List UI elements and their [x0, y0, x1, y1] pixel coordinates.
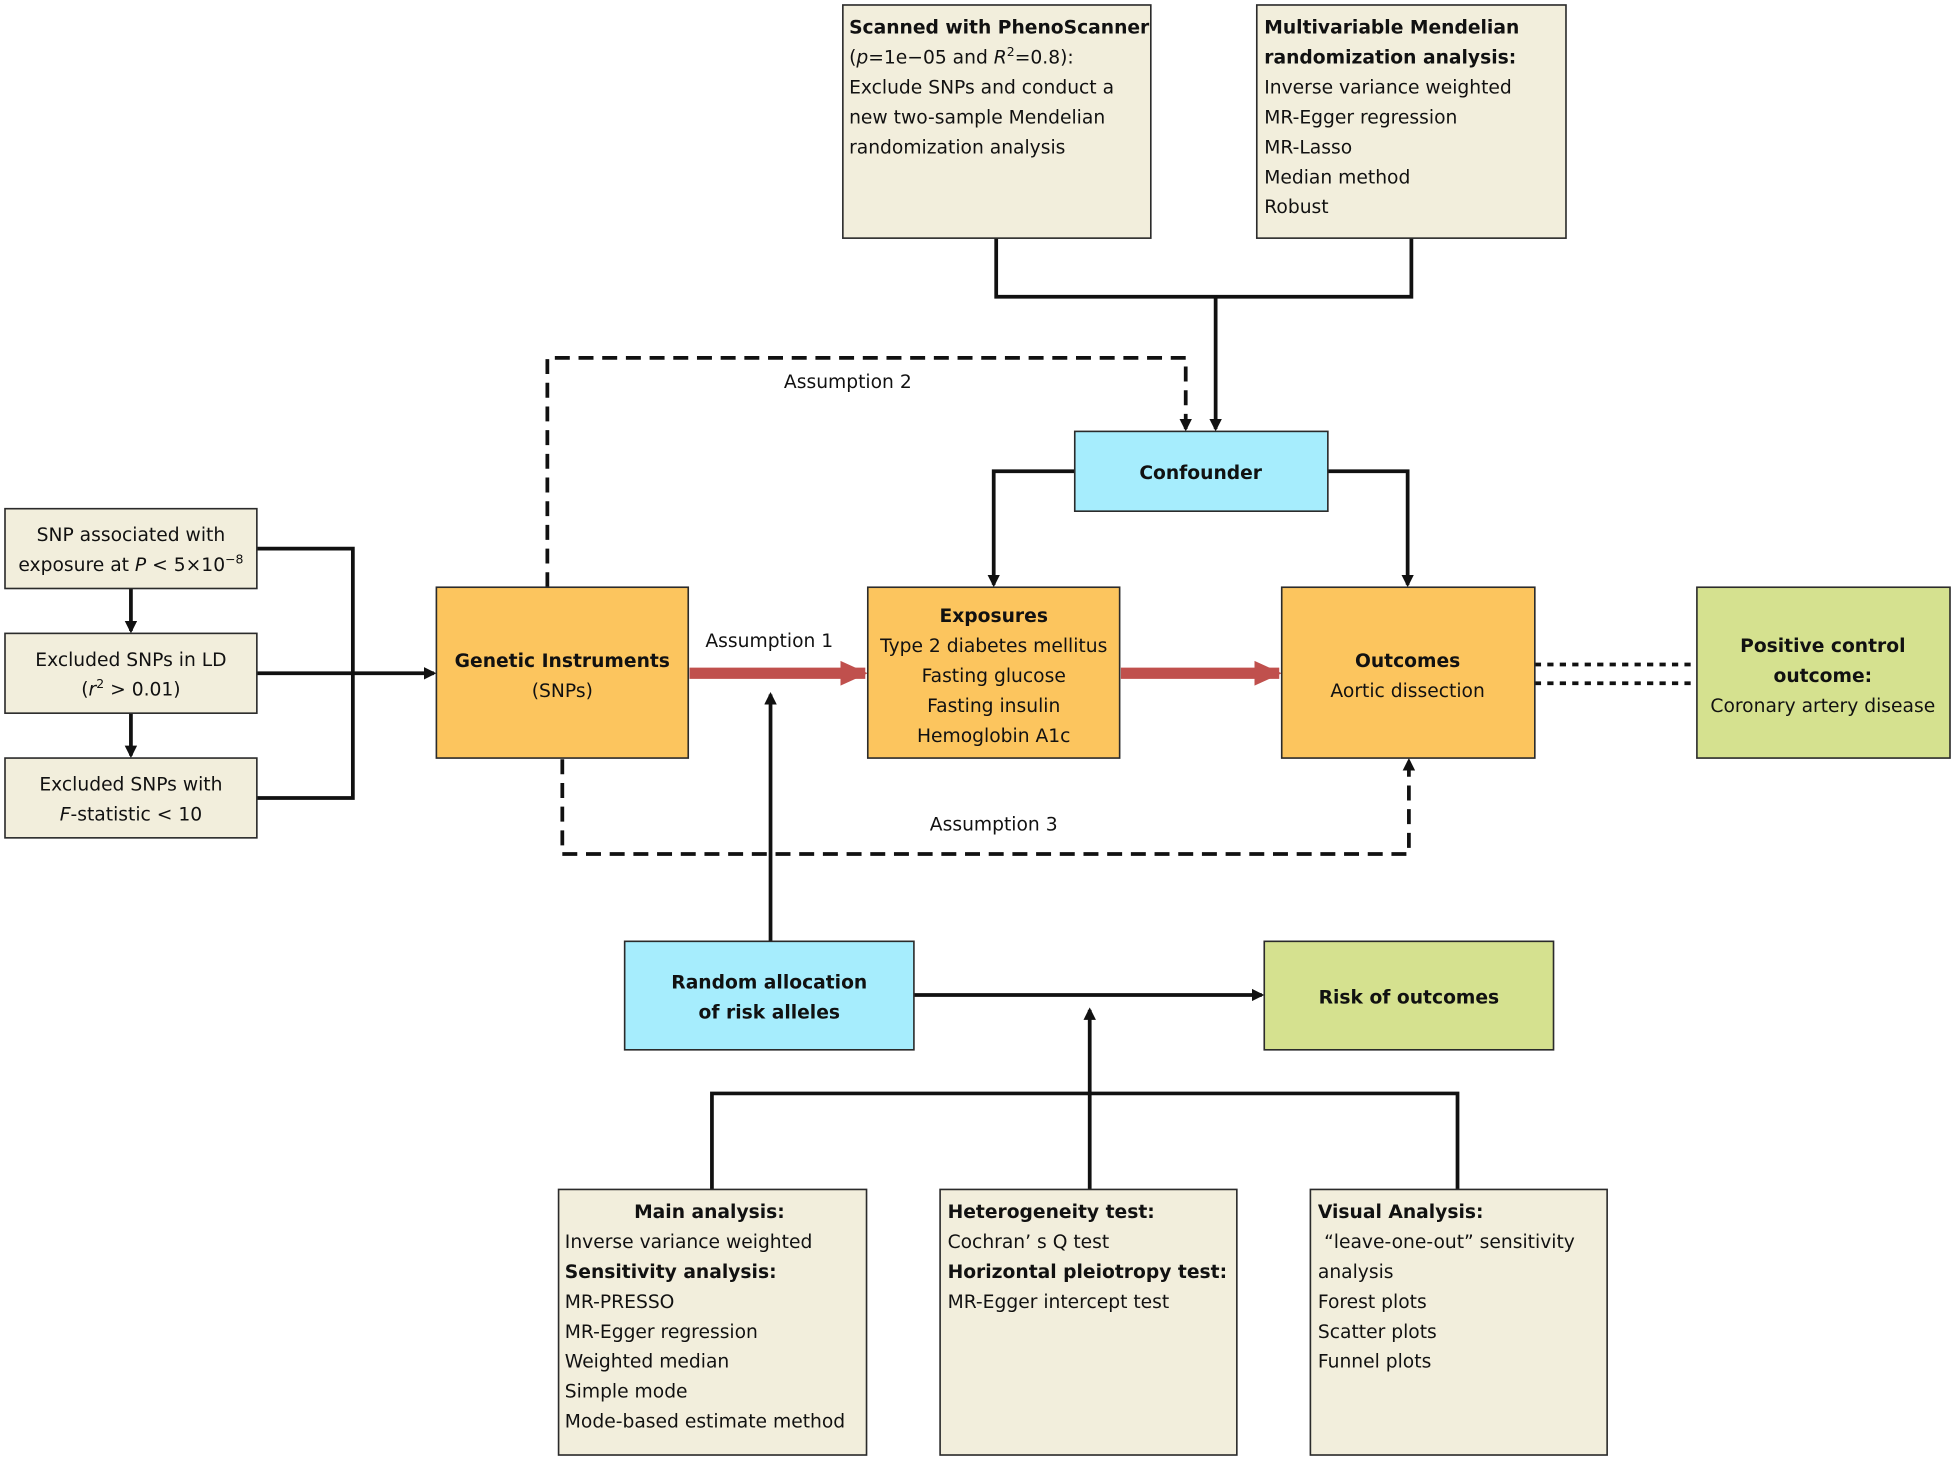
main-title: Main analysis: — [634, 1202, 785, 1223]
risk-label: Risk of outcomes — [1319, 988, 1500, 1009]
snp-step-3: Excluded SNPs with F-statistic < 10 — [4, 757, 258, 839]
exposure-item: Fasting glucose — [922, 666, 1066, 687]
snp-step-text: SNP associated with — [37, 525, 226, 546]
mvmr-item: Median method — [1264, 167, 1410, 188]
phenoscanner-line: randomization analysis — [849, 137, 1065, 158]
snp-step-1: SNP associated with exposure at P < 5×10… — [4, 507, 258, 590]
outcomes-box: Outcomes Aortic dissection — [1280, 586, 1536, 759]
genetic-title: Genetic Instruments — [455, 651, 670, 672]
main-item: Weighted median — [565, 1352, 729, 1373]
confounder-to-outcomes-arrow — [1327, 469, 1414, 588]
positive-control-dotted-link — [1534, 662, 1697, 686]
positive-title: outcome: — [1774, 666, 1873, 687]
visual-title: Visual Analysis: — [1318, 1202, 1484, 1223]
mvmr-item: MR-Lasso — [1264, 137, 1352, 158]
mvmr-box: Multivariable Mendelian randomization an… — [1255, 4, 1567, 239]
visual-item: Funnel plots — [1318, 1352, 1431, 1373]
top-bracket-line — [994, 238, 1414, 299]
sensitivity-title: Sensitivity analysis: — [565, 1262, 777, 1283]
phenoscanner-line: Exclude SNPs and conduct a — [849, 78, 1114, 99]
assumption-2-label: Assumption 2 — [784, 372, 912, 393]
exposure-item: Type 2 diabetes mellitus — [879, 636, 1107, 657]
positive-title: Positive control — [1740, 636, 1905, 657]
snp-step-text: F-statistic < 10 — [60, 804, 202, 825]
positive-control-box: Positive control outcome: Coronary arter… — [1696, 586, 1951, 759]
random-label: of risk alleles — [699, 1003, 840, 1024]
risk-of-outcomes-box: Risk of outcomes — [1263, 940, 1555, 1051]
mvmr-title: Multivariable Mendelian — [1264, 18, 1519, 39]
exposures-box: Exposures Type 2 diabetes mellitus Fasti… — [866, 586, 1121, 759]
phenoscanner-box: Scanned with PhenoScanner (p=1e−05 and R… — [842, 4, 1152, 239]
main-item: MR-PRESSO — [565, 1292, 675, 1313]
assumption-1-label: Assumption 1 — [705, 631, 833, 652]
main-item: MR-Egger regression — [565, 1322, 758, 1343]
phenoscanner-line: new two-sample Mendelian — [849, 107, 1105, 128]
assumption-3-label: Assumption 3 — [930, 814, 1058, 835]
visual-item: Forest plots — [1318, 1292, 1427, 1313]
mvmr-item: MR-Egger regression — [1264, 107, 1457, 128]
snp-step-text: Excluded SNPs in LD — [35, 650, 226, 671]
visual-item: “leave-one-out” sensitivity — [1324, 1232, 1575, 1253]
phenoscanner-criteria: (p=1e−05 and R2=0.8): — [849, 44, 1074, 68]
mvmr-item: Inverse variance weighted — [1264, 78, 1512, 99]
visual-analysis-box: Visual Analysis: “leave-one-out” sensiti… — [1309, 1188, 1608, 1456]
hetero-title: Heterogeneity test: — [948, 1202, 1155, 1223]
confounder-label: Confounder — [1139, 463, 1262, 484]
random-label: Random allocation — [671, 973, 867, 994]
snp-step-text: (r2 > 0.01) — [81, 676, 180, 700]
exposure-item: Hemoglobin A1c — [917, 726, 1070, 747]
snp-step-text: Excluded SNPs with — [39, 774, 222, 795]
snp-step-2: Excluded SNPs in LD (r2 > 0.01) — [4, 632, 258, 714]
visual-item: Scatter plots — [1318, 1322, 1437, 1343]
hetero-item: Cochran’ s Q test — [948, 1232, 1110, 1253]
confounder-box: Confounder — [1073, 430, 1329, 512]
heterogeneity-box: Heterogeneity test: Cochran’ s Q test Ho… — [939, 1188, 1238, 1456]
phenoscanner-title: Scanned with PhenoScanner — [849, 18, 1150, 39]
genetic-sub: (SNPs) — [532, 681, 593, 702]
mvmr-item: Robust — [1264, 197, 1328, 218]
positive-sub: Coronary artery disease — [1710, 696, 1935, 717]
main-item: Inverse variance weighted — [565, 1232, 813, 1253]
assumption3-dashed-arrow — [560, 758, 1416, 856]
assumption2-dashed-arrow — [545, 355, 1192, 588]
outcomes-sub: Aortic dissection — [1330, 681, 1484, 702]
confounder-to-exposures-arrow — [987, 469, 1075, 588]
pleiotropy-title: Horizontal pleiotropy test: — [948, 1262, 1227, 1283]
mvmr-title: randomization analysis: — [1264, 48, 1516, 69]
genetic-instruments-box: Genetic Instruments (SNPs) — [435, 586, 690, 759]
exposures-title: Exposures — [939, 606, 1047, 627]
outcomes-title: Outcomes — [1355, 651, 1460, 672]
main-item: Mode-based estimate method — [565, 1412, 845, 1433]
visual-item: analysis — [1318, 1262, 1394, 1283]
connectors — [124, 238, 1697, 1190]
main-item: Simple mode — [565, 1382, 688, 1403]
snp-step-text: exposure at P < 5×10−8 — [18, 552, 243, 576]
random-allocation-box: Random allocation of risk alleles — [623, 940, 915, 1051]
exposure-item: Fasting insulin — [927, 696, 1060, 717]
main-analysis-box: Main analysis: Inverse variance weighted… — [557, 1188, 868, 1456]
pleiotropy-item: MR-Egger intercept test — [948, 1292, 1170, 1313]
bottom-bracket-line — [710, 1091, 1460, 1190]
